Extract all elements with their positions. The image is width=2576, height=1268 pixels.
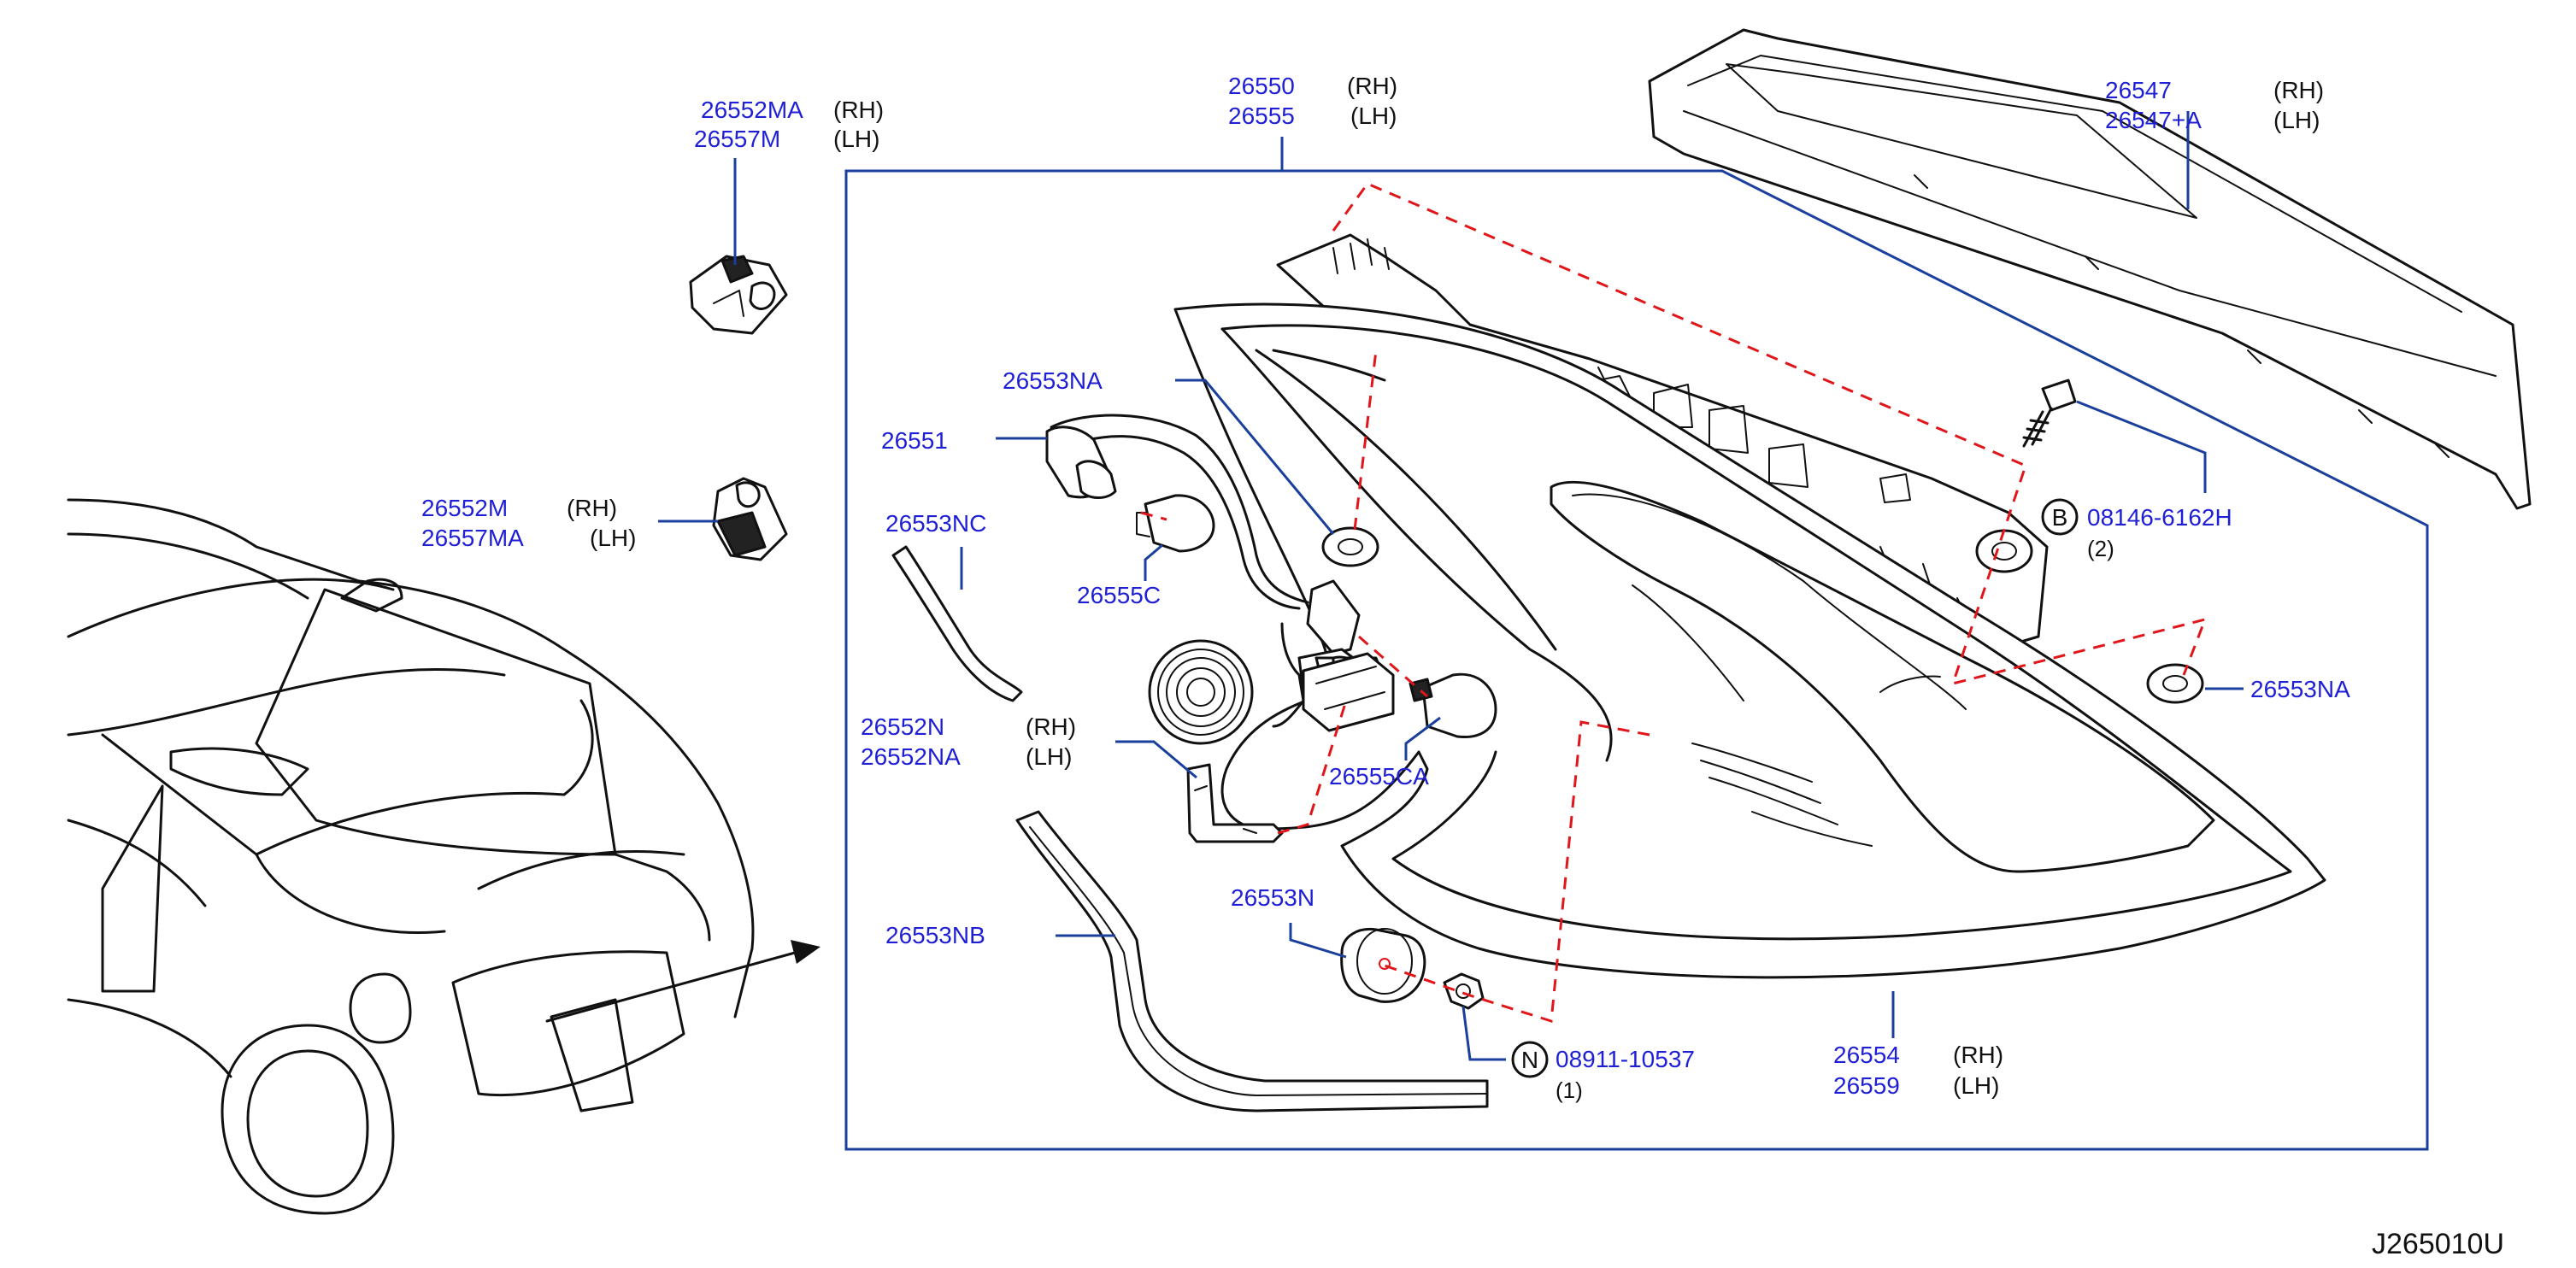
part-number-26550[interactable]: 26550 xyxy=(1228,73,1295,99)
clip-26552M-illustration xyxy=(712,477,788,561)
bulb-26555C-illustration xyxy=(1136,494,1215,553)
part-number-26555[interactable]: 26555 xyxy=(1228,103,1295,129)
leader-26555C xyxy=(1144,543,1163,581)
callout-arrowhead xyxy=(791,940,820,964)
part-number-26555C[interactable]: 26555C xyxy=(1077,582,1161,608)
part-number-26559[interactable]: 26559 xyxy=(1833,1072,1900,1099)
diagram-code: J265010U xyxy=(2372,1228,2504,1260)
side-26547: (RH) xyxy=(2273,77,2324,103)
seal-26553NC-illustration xyxy=(891,545,1023,702)
badge-N-circle xyxy=(1511,1041,1549,1078)
part-number-26553N[interactable]: 26553N xyxy=(1231,884,1314,911)
part-number-26554[interactable]: 26554 xyxy=(1833,1042,1900,1068)
side-26552MA: (RH) xyxy=(833,97,884,123)
rear-combination-lamp-26550-illustration xyxy=(1173,233,2326,979)
washer-26553NA-left-illustration xyxy=(1321,526,1379,567)
leader-26553N xyxy=(1289,923,1347,959)
washer-26553NA-right-illustration xyxy=(2146,663,2204,704)
part-number-26555CA[interactable]: 26555CA xyxy=(1329,763,1429,790)
part-number-26552MA[interactable]: 26552MA xyxy=(701,97,803,123)
callout-arrow xyxy=(545,951,797,1023)
clip-26552MA-illustration xyxy=(689,255,788,335)
side-26552M: (RH) xyxy=(567,495,617,521)
side-26555: (LH) xyxy=(1350,103,1397,129)
bulb-26555CA-illustration xyxy=(1409,672,1497,739)
part-number-26552NA[interactable]: 26552NA xyxy=(861,743,961,770)
side-26552N: (RH) xyxy=(1026,713,1076,740)
badge-N: N xyxy=(1521,1047,1538,1073)
part-number-26551[interactable]: 26551 xyxy=(881,427,948,454)
part-number-08146-6162H[interactable]: 08146-6162H xyxy=(2087,504,2232,531)
leader-26555CA xyxy=(1404,716,1441,760)
badge-B-circle xyxy=(2041,498,2079,536)
part-number-26557MA[interactable]: 26557MA xyxy=(421,525,524,551)
screw-08146-6162H-illustration xyxy=(2022,379,2077,448)
seal-26553NB-inner xyxy=(1029,826,1488,1096)
part-number-26553NA-right[interactable]: 26553NA xyxy=(2250,676,2350,702)
part-number-26552N[interactable]: 26552N xyxy=(861,713,944,740)
badge-B: B xyxy=(2052,504,2068,531)
leader-08911 xyxy=(1461,1006,1506,1061)
washer-26553NA-housing-illustration xyxy=(1975,529,2033,573)
part-number-26557M[interactable]: 26557M xyxy=(694,126,780,152)
side-26550: (RH) xyxy=(1347,73,1397,99)
part-number-26552M[interactable]: 26552M xyxy=(421,495,508,521)
part-number-26547A[interactable]: 26547+A xyxy=(2105,107,2202,133)
side-26559: (LH) xyxy=(1953,1072,1999,1099)
assembly-bracket-frame xyxy=(844,137,2429,1151)
nut-08911-10537-illustration xyxy=(1443,972,1485,1010)
side-26552NA: (LH) xyxy=(1026,743,1072,770)
side-26554: (RH) xyxy=(1953,1042,2003,1068)
cushion-26553N-illustration xyxy=(1340,927,1426,1003)
grommet-illustration xyxy=(1148,639,1254,745)
qty-08146-6162H: (2) xyxy=(2087,536,2114,561)
trunk-finisher-26547-illustration xyxy=(1648,28,2532,510)
bracket-hole xyxy=(1194,785,1257,834)
side-26557M: (LH) xyxy=(833,126,879,152)
dashed-assembly-line-top xyxy=(1332,182,2208,686)
leader-26553NA-left xyxy=(1175,379,1335,535)
qty-08911-10537: (1) xyxy=(1556,1077,1583,1103)
part-number-26553NB[interactable]: 26553NB xyxy=(885,922,985,948)
leader-08146 xyxy=(2076,400,2207,493)
part-number-08911-10537[interactable]: 08911-10537 xyxy=(1556,1046,1695,1072)
dashed-assembly-line-bottom xyxy=(1384,720,1650,1023)
part-number-26553NA-left[interactable]: 26553NA xyxy=(1003,367,1103,394)
side-26557MA: (LH) xyxy=(590,525,636,551)
connector-illustration xyxy=(1302,652,1395,732)
side-26547A: (LH) xyxy=(2273,107,2320,133)
leader-26552N xyxy=(1115,740,1197,779)
part-number-26547[interactable]: 26547 xyxy=(2105,77,2172,103)
dashed-assembly-line-bracket xyxy=(1140,511,1428,835)
vehicle-rear-view-illustration xyxy=(67,498,755,1215)
part-number-26553NC[interactable]: 26553NC xyxy=(885,510,986,537)
